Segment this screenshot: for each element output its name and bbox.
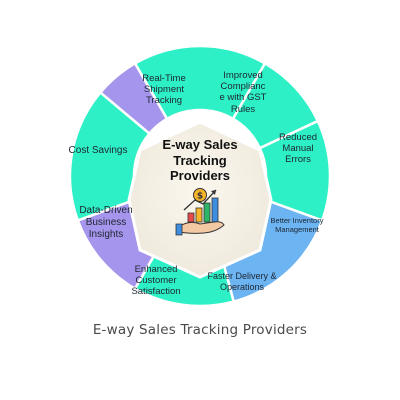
center-title: E-way Sales Tracking Providers (162, 137, 238, 184)
bar-icon (195, 207, 203, 223)
sleeve-icon (175, 223, 183, 236)
segment-label-improved-compliance: Improved Complianc e with GST Rules (219, 70, 267, 115)
segment-label-reduced-manual-errors: Reduced Manual Errors (278, 132, 318, 166)
segment-label-faster-delivery-operations: Faster Delivery & Operations (207, 271, 277, 292)
trend-arrow-icon (183, 189, 217, 211)
ring-segment (98, 61, 169, 136)
segment-label-better-inventory-management: Better Inventory Management (270, 216, 324, 234)
bar-icon (203, 202, 211, 223)
diagram-caption: E-way Sales Tracking Providers (92, 322, 308, 338)
bar-icon (187, 212, 195, 223)
bar-icon (211, 197, 219, 223)
dollar-coin-icon (193, 188, 207, 202)
hand-icon (179, 221, 225, 234)
segment-label-real-time-shipment-tracking: Real-Time Shipment Tracking (142, 73, 186, 107)
segment-label-data-driven-business-insights: Data-Driven Business Insights (79, 205, 133, 240)
svg-text:$: $ (197, 192, 203, 202)
segment-label-enhanced-customer-satisfaction: Enhanced Customer Satisfaction (131, 264, 181, 298)
growth-chart-icon: $ (175, 188, 225, 236)
segment-label-cost-savings: Cost Savings (68, 145, 128, 156)
